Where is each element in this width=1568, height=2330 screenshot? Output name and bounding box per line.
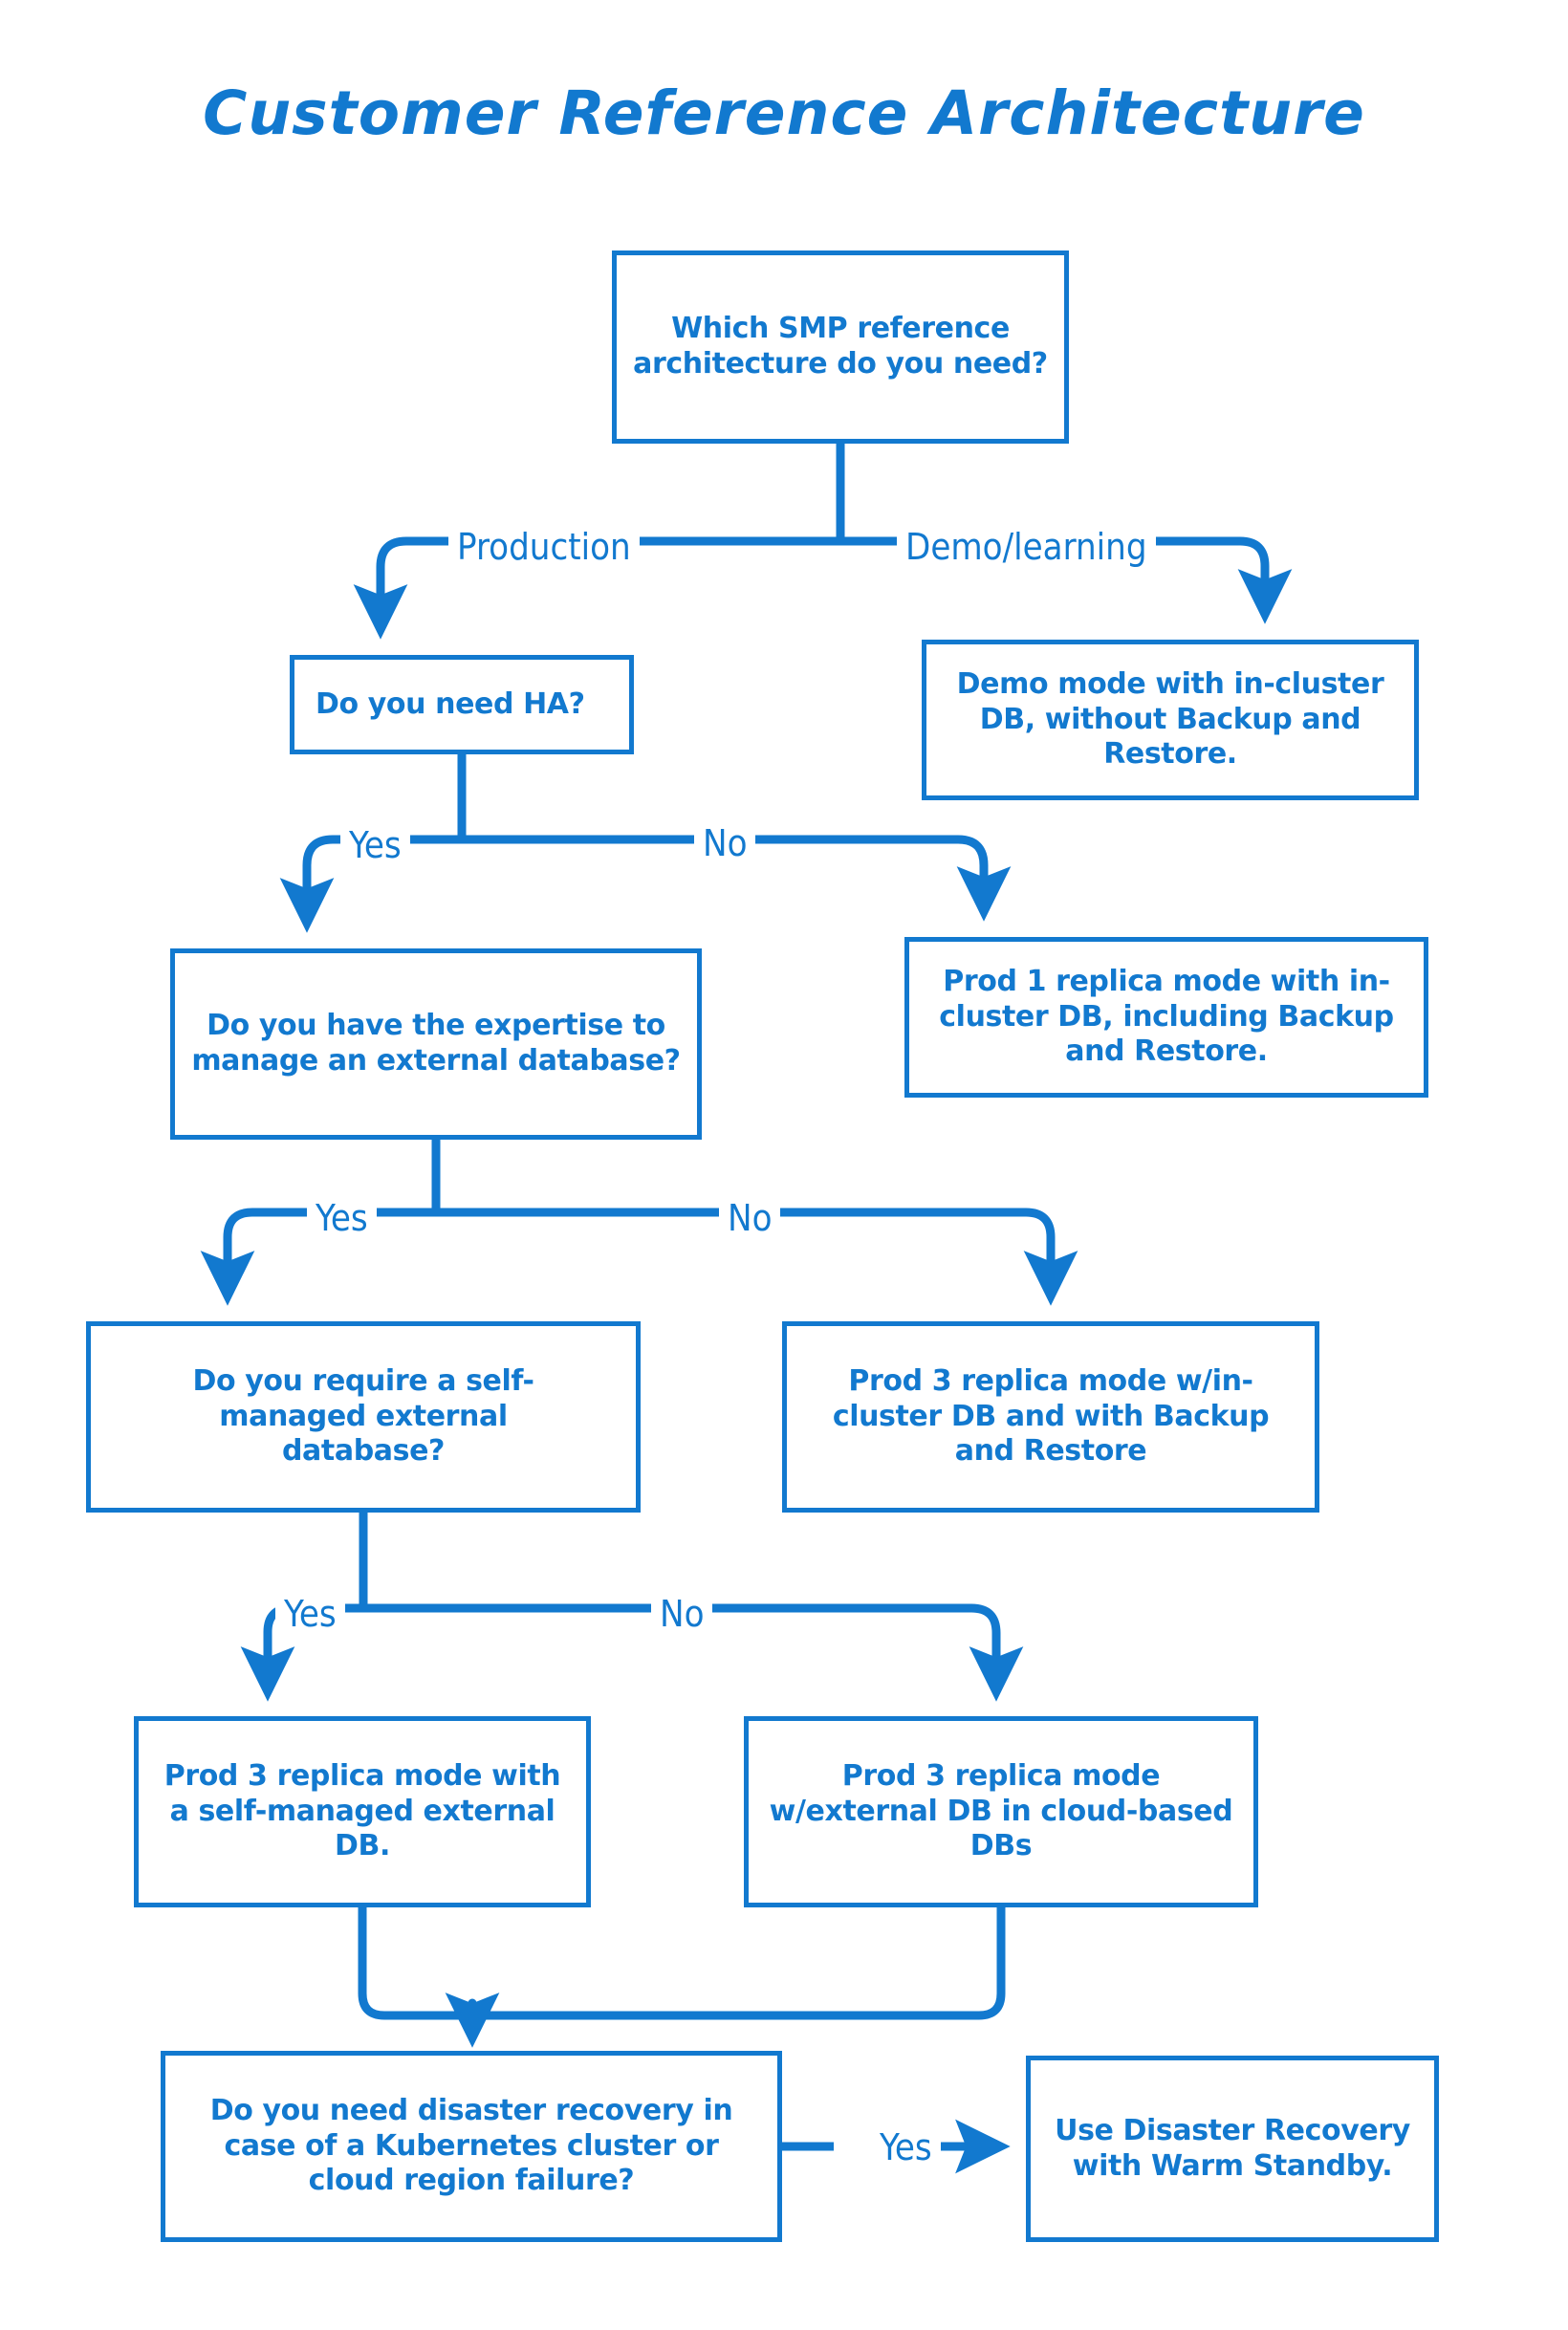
node-prod3-cloud-db-outcome[interactable]: Prod 3 replica mode w/external DB in clo… (744, 1716, 1258, 1907)
node-demo-mode-outcome[interactable]: Demo mode with in-cluster DB, without Ba… (922, 640, 1419, 800)
node-label: Do you need HA? (316, 686, 585, 721)
wire-merge-left (358, 1907, 469, 2020)
node-prod1-replica-outcome[interactable]: Prod 1 replica mode with in-cluster DB, … (904, 937, 1428, 1098)
edge-label-expertise-no: No (719, 1198, 781, 1238)
edge-label-expertise-yes: Yes (307, 1198, 377, 1238)
node-disaster-recovery-outcome[interactable]: Use Disaster Recovery with Warm Standby. (1026, 2056, 1439, 2242)
node-require-self-managed-db[interactable]: Do you require a self-managed external d… (86, 1321, 641, 1513)
wire-merge-right (475, 1907, 1006, 2020)
edge-label-dr-yes: Yes (871, 2127, 941, 2167)
edge-label-ha-yes: Yes (340, 825, 410, 865)
node-label: Prod 3 replica mode with a self-managed … (163, 1759, 561, 1863)
node-which-smp-reference-architecture[interactable]: Which SMP reference architecture do you … (612, 250, 1069, 444)
node-do-you-have-expertise[interactable]: Do you have the expertise to manage an e… (170, 948, 702, 1140)
edge-label-selfmanaged-no: No (651, 1594, 713, 1634)
node-prod3-incluster-outcome[interactable]: Prod 3 replica mode w/in-cluster DB and … (782, 1321, 1319, 1513)
edge-label-selfmanaged-yes: Yes (275, 1594, 345, 1634)
node-label: Prod 3 replica mode w/external DB in clo… (769, 1759, 1233, 1863)
node-label: Demo mode with in-cluster DB, without Ba… (956, 667, 1384, 772)
node-prod3-self-managed-outcome[interactable]: Prod 3 replica mode with a self-managed … (134, 1716, 591, 1907)
page-title: Customer Reference Architecture (203, 78, 1365, 148)
node-do-you-need-ha[interactable]: Do you need HA? (290, 655, 634, 754)
node-need-disaster-recovery[interactable]: Do you need disaster recovery in case of… (161, 2051, 782, 2242)
node-label: Prod 3 replica mode w/in-cluster DB and … (832, 1364, 1270, 1469)
node-label: Prod 1 replica mode with in-cluster DB, … (939, 965, 1394, 1069)
edge-label-demo-learning: Demo/learning (897, 527, 1156, 567)
node-label: Use Disaster Recovery with Warm Standby. (1055, 2113, 1410, 2183)
node-label: Do you need disaster recovery in case of… (209, 2094, 733, 2198)
edge-label-ha-no: No (694, 823, 756, 863)
node-label: Do you require a self-managed external d… (192, 1364, 534, 1469)
edge-label-production: Production (448, 527, 640, 567)
node-label: Do you have the expertise to manage an e… (191, 1009, 681, 1078)
node-label: Which SMP reference architecture do you … (633, 312, 1048, 381)
